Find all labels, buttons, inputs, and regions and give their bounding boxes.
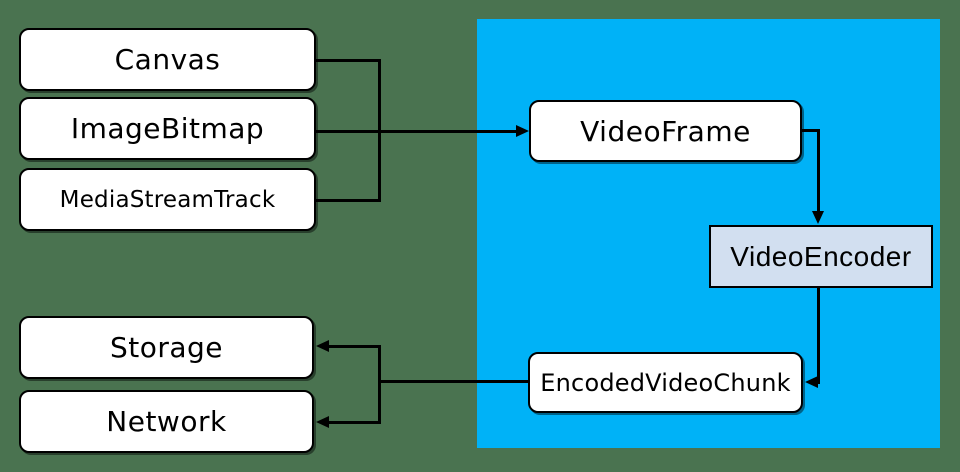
arrowhead-into-storage	[316, 340, 329, 352]
connector-videoencoder-down	[817, 288, 820, 384]
connector-canvas-out	[316, 59, 381, 62]
node-encodedvideochunk-label: EncodedVideoChunk	[540, 368, 791, 397]
node-canvas-label: Canvas	[114, 43, 221, 76]
node-imagebitmap: ImageBitmap	[19, 97, 316, 160]
connector-videoframe-down	[817, 129, 820, 212]
node-videoframe: VideoFrame	[529, 100, 802, 162]
node-videoframe-label: VideoFrame	[580, 114, 751, 148]
connector-videoframe-out	[802, 129, 820, 132]
node-videoencoder: VideoEncoder	[709, 225, 933, 288]
connector-chunk-out	[381, 380, 528, 383]
node-encodedvideochunk: EncodedVideoChunk	[528, 352, 803, 413]
node-mediastreamtrack: MediaStreamTrack	[19, 168, 316, 231]
node-storage: Storage	[19, 316, 314, 379]
arrowhead-into-videoencoder	[812, 211, 824, 224]
node-mediastreamtrack-label: MediaStreamTrack	[59, 186, 276, 213]
node-storage-label: Storage	[109, 331, 224, 364]
connector-sinks-trunk	[378, 345, 381, 424]
arrowhead-into-network	[316, 416, 329, 428]
connector-to-storage	[329, 345, 381, 348]
arrowhead-into-videoframe	[516, 125, 529, 137]
connector-to-network	[329, 421, 381, 424]
node-network: Network	[19, 390, 314, 453]
connector-to-videoframe	[316, 130, 516, 133]
node-canvas: Canvas	[19, 28, 316, 91]
node-network-label: Network	[106, 405, 227, 438]
node-imagebitmap-label: ImageBitmap	[70, 112, 265, 145]
arrowhead-into-encodedvideochunk	[805, 376, 818, 388]
node-videoencoder-label: VideoEncoder	[730, 240, 912, 272]
connector-mediastreamtrack-out	[316, 199, 381, 202]
